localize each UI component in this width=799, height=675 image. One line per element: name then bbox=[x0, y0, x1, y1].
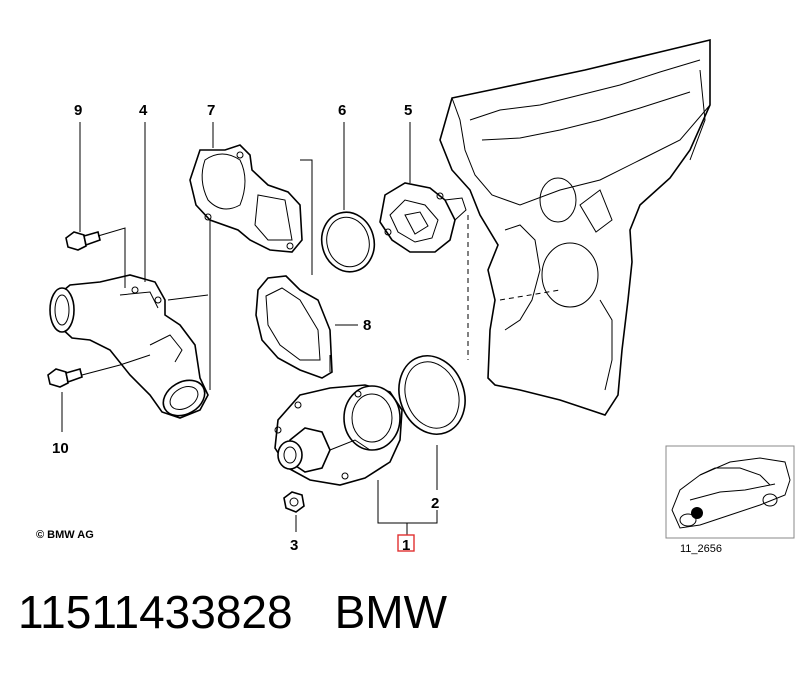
callout-7: 7 bbox=[207, 102, 215, 119]
o-ring-pump bbox=[398, 355, 466, 435]
callout-1: 1 bbox=[402, 537, 410, 554]
coolant-housing bbox=[49, 274, 209, 419]
callout-9: 9 bbox=[74, 102, 82, 119]
water-pump bbox=[274, 384, 403, 486]
gasket-small bbox=[255, 275, 333, 379]
callout-5: 5 bbox=[404, 102, 412, 119]
engine-block bbox=[439, 38, 711, 416]
reference-code: 11_2656 bbox=[680, 543, 722, 555]
callout-10: 10 bbox=[52, 440, 69, 457]
callout-8: 8 bbox=[363, 317, 371, 334]
copyright-text: © BMW AG bbox=[36, 529, 94, 541]
nut bbox=[283, 491, 305, 513]
bolt-lower bbox=[47, 368, 83, 388]
brand-name: BMW bbox=[334, 586, 448, 638]
o-ring-thermostat bbox=[320, 211, 376, 273]
location-dot bbox=[691, 507, 703, 519]
callout-1-highlight bbox=[397, 534, 415, 552]
leader-lines bbox=[61, 122, 438, 535]
callout-4: 4 bbox=[139, 102, 148, 119]
part-number: 11511433828 bbox=[18, 586, 293, 638]
callout-6: 6 bbox=[338, 102, 346, 119]
callout-2: 2 bbox=[431, 495, 439, 512]
footer: 11511433828 BMW bbox=[18, 585, 447, 639]
bolt-upper bbox=[65, 231, 101, 251]
thermostat bbox=[379, 182, 467, 253]
callout-labels: 9 4 7 6 5 8 10 1 2 3 bbox=[52, 102, 439, 554]
gasket-large bbox=[189, 144, 303, 253]
callout-3: 3 bbox=[290, 537, 298, 554]
car-inset: 11_2656 bbox=[665, 445, 795, 555]
